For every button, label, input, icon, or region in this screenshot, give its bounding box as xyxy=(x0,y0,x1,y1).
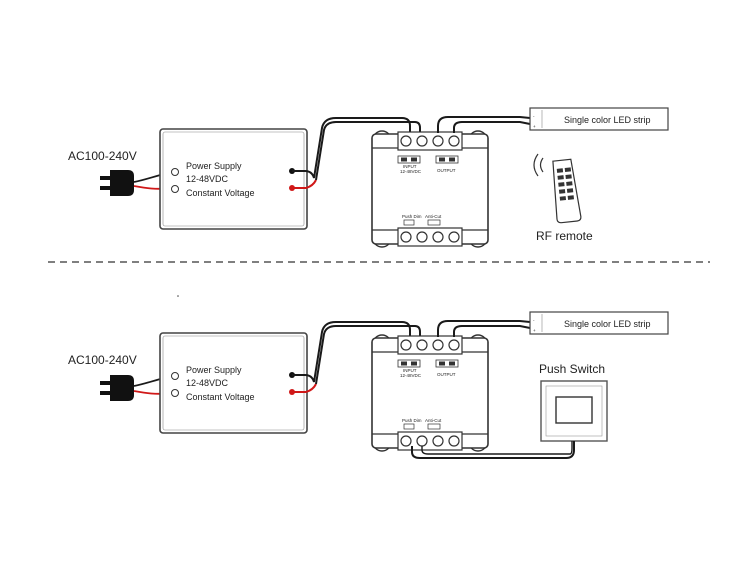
controller-input-label: INPUT xyxy=(403,164,417,169)
controller-anti-cut-label: Anti-Cut xyxy=(425,214,442,219)
dc-wire-positive xyxy=(292,179,317,189)
led-wire xyxy=(437,116,531,133)
led-strip-terminal-plus: + xyxy=(533,124,536,129)
led-strip-terminal-minus: - xyxy=(533,318,535,323)
controller-anti-cut-label: Anti-Cut xyxy=(425,418,442,423)
psu-label-line3: Constant Voltage xyxy=(186,188,255,198)
led-strip-label: Single color LED strip xyxy=(564,319,651,329)
controller-module xyxy=(371,130,489,248)
psu-label-line1: Power Supply xyxy=(186,161,242,171)
rf-remote-label: RF remote xyxy=(536,229,593,243)
controller-push-dim-label: Push Dim xyxy=(402,214,422,219)
led-strip-terminal-plus: + xyxy=(533,328,536,333)
psu-ac-terminal-icon xyxy=(171,372,179,380)
power-supply-box xyxy=(159,332,308,434)
ac-plug-icon xyxy=(100,375,134,401)
psu-ac-terminal-icon xyxy=(171,185,179,193)
psu-label-line3: Constant Voltage xyxy=(186,392,255,402)
controller-output-label: OUTPUT xyxy=(437,372,456,377)
controller-output-label: OUTPUT xyxy=(437,168,456,173)
psu-ac-terminal-icon xyxy=(171,168,179,176)
ac-plug-icon xyxy=(100,170,134,196)
led-wire xyxy=(437,320,531,337)
top-diagram: AC100-240V Power Supply 12-48VDC Constan… xyxy=(68,107,669,248)
psu-label-line1: Power Supply xyxy=(186,365,242,375)
ac-label: AC100-240V xyxy=(68,353,137,367)
led-strip xyxy=(529,311,669,335)
psu-label-line2: 12-48VDC xyxy=(186,174,229,184)
led-strip xyxy=(529,107,669,131)
power-supply-box xyxy=(159,128,308,230)
led-strip-label: Single color LED strip xyxy=(564,115,651,125)
ac-label: AC100-240V xyxy=(68,149,137,163)
switch-wire xyxy=(411,441,575,459)
controller-input-label: INPUT xyxy=(403,368,417,373)
dc-wire-negative xyxy=(292,321,411,383)
dc-wire-positive xyxy=(292,383,317,393)
push-switch-label: Push Switch xyxy=(539,362,605,376)
dc-wire-negative xyxy=(292,117,411,179)
controller-voltage-label: 12-48VDC xyxy=(400,373,422,378)
psu-label-line2: 12-48VDC xyxy=(186,378,229,388)
controller-voltage-label: 12-48VDC xyxy=(400,169,422,174)
led-strip-terminal-minus: - xyxy=(533,114,535,119)
psu-ac-terminal-icon xyxy=(171,389,179,397)
bottom-diagram: AC100-240V Power Supply 12-48VDC Constan… xyxy=(68,311,669,459)
controller-module xyxy=(371,334,489,452)
rf-remote-icon xyxy=(533,153,582,224)
controller-push-dim-label: Push Dim xyxy=(402,418,422,423)
